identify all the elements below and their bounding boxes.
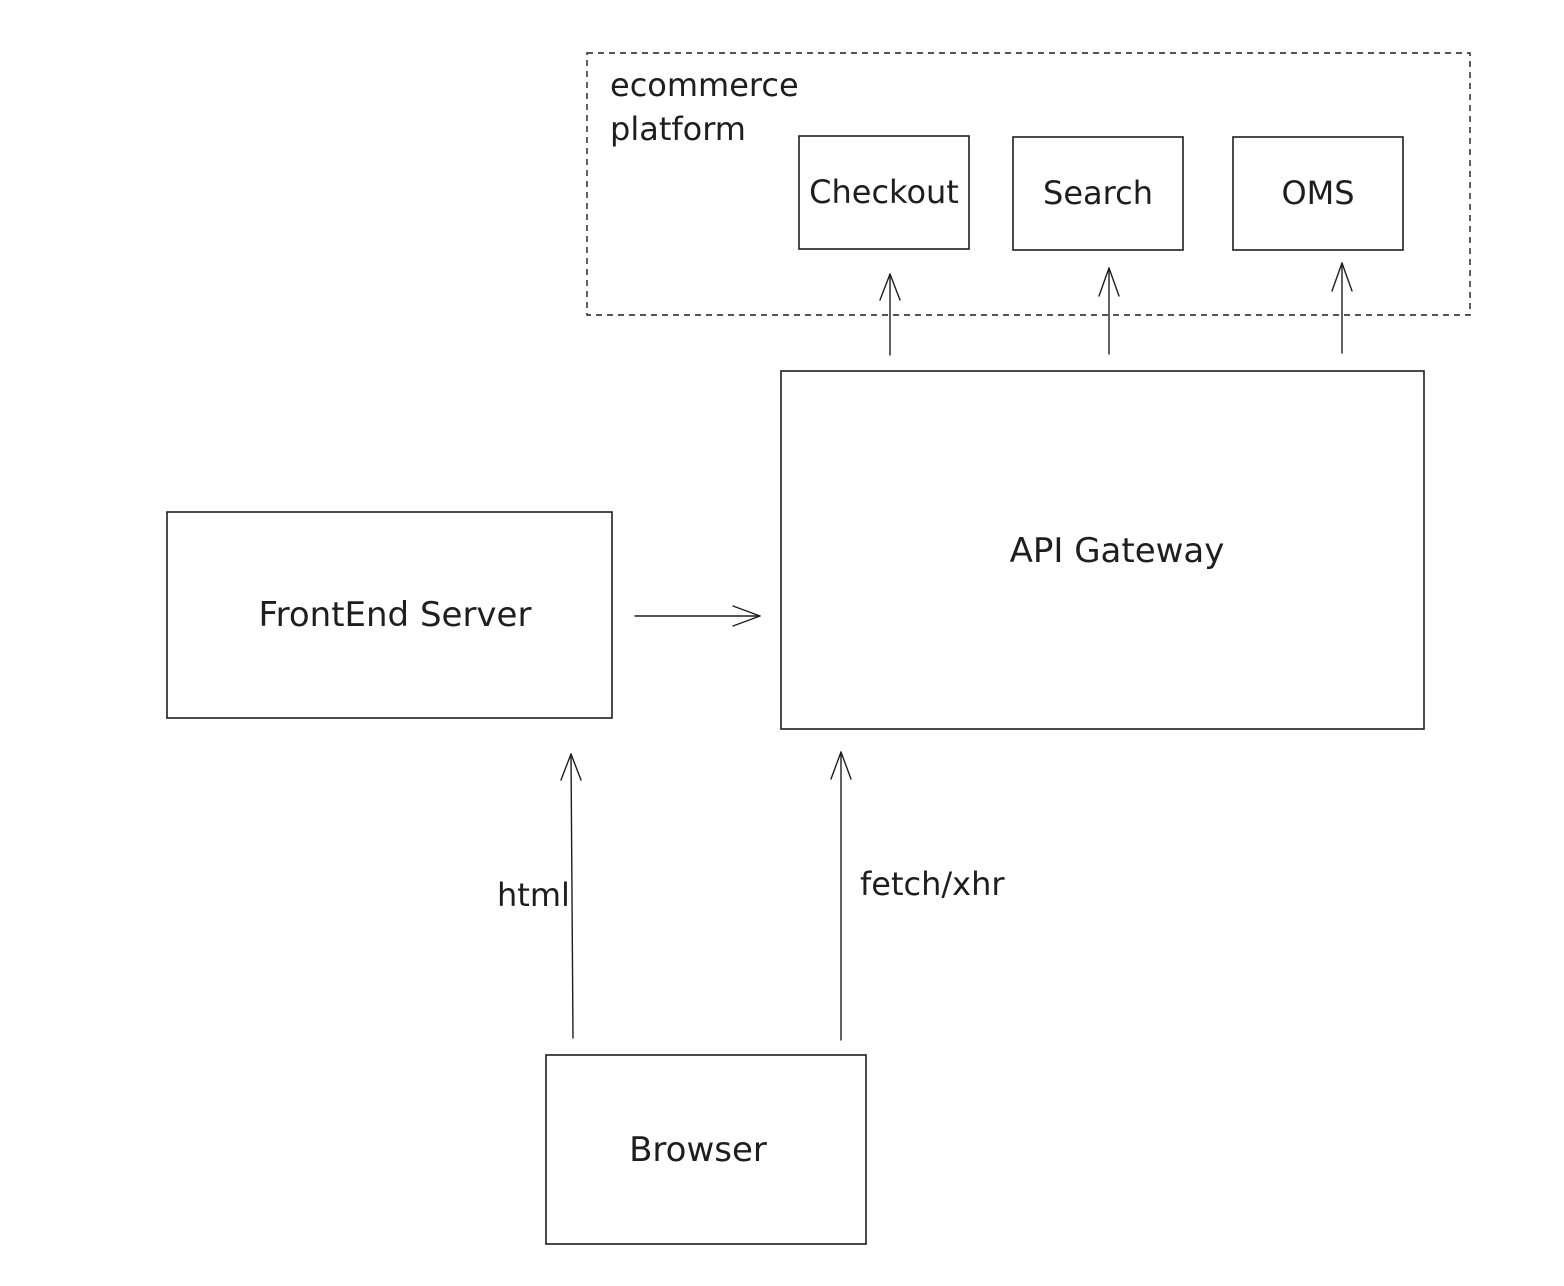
oms-box	[1232, 136, 1404, 251]
search-node[interactable]: Search	[1012, 136, 1184, 251]
browser-label: Browser	[629, 1130, 767, 1170]
browser-node[interactable]: Browser	[545, 1054, 867, 1245]
api-gateway-box	[780, 370, 1425, 730]
group-label-line2: platform	[610, 110, 746, 148]
edge-label-html: html	[497, 876, 570, 914]
checkout-node[interactable]: Checkout	[798, 135, 970, 250]
arrow-frontend-to-gateway	[634, 605, 761, 627]
oms-node[interactable]: OMS	[1232, 136, 1404, 251]
api-gateway-node[interactable]: API Gateway	[780, 370, 1425, 730]
arrow-gateway-to-oms	[1331, 262, 1353, 354]
browser-box	[545, 1054, 867, 1245]
search-label: Search	[1043, 174, 1153, 212]
oms-label: OMS	[1281, 174, 1354, 212]
search-box	[1012, 136, 1184, 251]
ecommerce-platform-group: ecommerce platform	[586, 52, 1471, 316]
arrow-gateway-to-search	[1098, 267, 1120, 355]
checkout-box	[798, 135, 970, 250]
edge-label-fetch-xhr: fetch/xhr	[860, 865, 1005, 903]
frontend-server-node[interactable]: FrontEnd Server	[166, 511, 613, 719]
arrow-browser-to-frontend	[560, 753, 582, 1039]
frontend-server-box	[166, 511, 613, 719]
group-label-line1: ecommerce	[610, 66, 799, 104]
api-gateway-label: API Gateway	[1010, 531, 1225, 571]
arrow-gateway-to-checkout	[879, 273, 901, 356]
arrow-browser-to-gateway	[830, 751, 852, 1041]
group-border	[586, 52, 1471, 316]
frontend-server-label: FrontEnd Server	[259, 595, 532, 635]
checkout-label: Checkout	[809, 173, 959, 211]
